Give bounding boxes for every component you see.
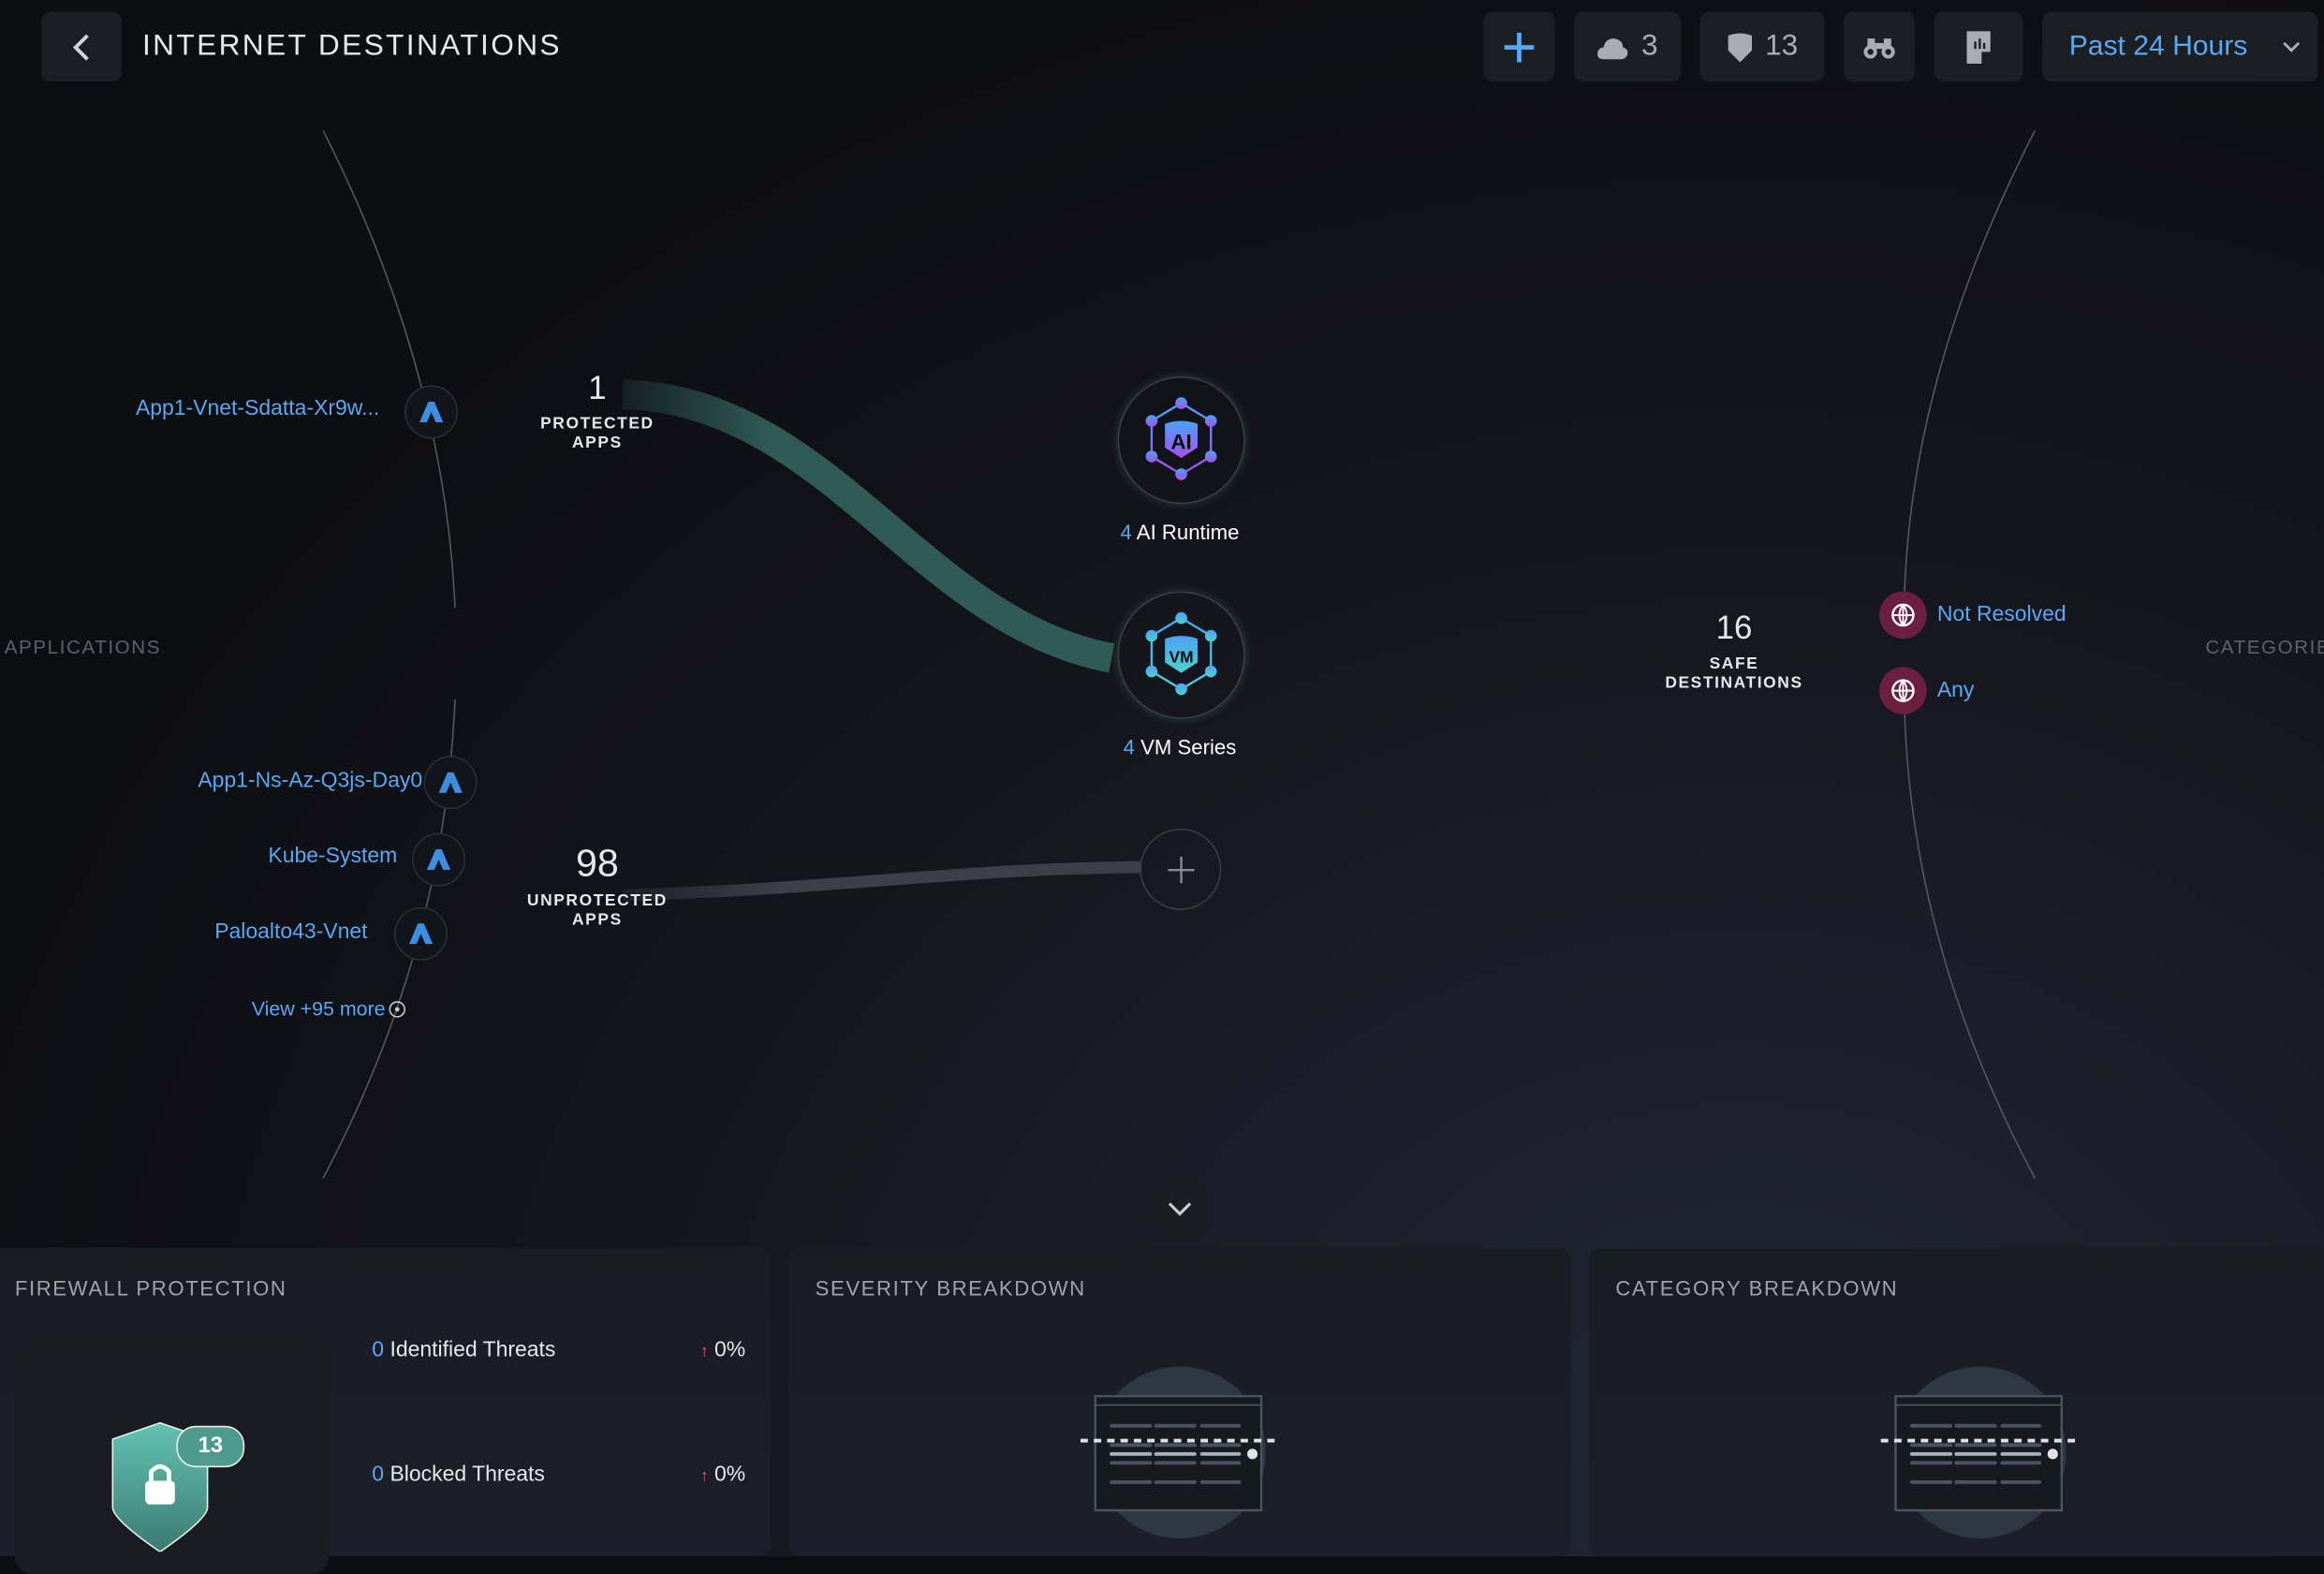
right-arc-top [1904,129,2037,594]
app-link[interactable]: App1-Vnet-Sdatta-Xr9w... [135,397,380,421]
card-title: CATEGORY BREAKDOWN [1615,1275,1899,1301]
ai-runtime-node[interactable]: AI [1117,376,1245,505]
vm-series-label[interactable]: 4 VM Series [1061,735,1298,758]
up-arrow-icon: ↑ [699,1467,709,1486]
chevron-down-icon [1168,1202,1192,1216]
shield-panel: 13 [14,1336,330,1574]
categories-label: CATEGORIES [2205,636,2324,658]
binoculars-button[interactable] [1844,11,1916,82]
cloud-count: 3 [1640,29,1658,63]
blocked-threats-row[interactable]: 0 Blocked Threats ↑ 0% [372,1463,745,1486]
blocked-change: ↑ 0% [699,1463,746,1487]
blocked-value: 0 [372,1463,385,1487]
globe-icon[interactable] [1879,667,1927,714]
identified-value: 0 [372,1338,385,1362]
ai-runtime-name: AI Runtime [1136,520,1240,544]
view-more-label: View +95 more [251,997,386,1021]
blocked-label: Blocked Threats [390,1463,545,1487]
azure-icon[interactable] [423,756,478,810]
protected-label: PROTECTED APPS [540,415,655,452]
azure-icon[interactable] [412,832,466,887]
ai-runtime-count: 4 [1120,520,1132,544]
ai-runtime-label[interactable]: 4 AI Runtime [1061,521,1298,544]
app-link[interactable]: Paloalto43-Vnet [214,919,368,945]
left-arc-top [322,129,456,609]
vm-series-count: 4 [1123,735,1135,759]
shield-icon [1728,32,1752,62]
unprotected-flow [622,861,1141,902]
add-node-button[interactable] [1140,828,1222,910]
chevron-down-icon [2283,41,2301,52]
report-button[interactable] [1934,11,2023,82]
app-link[interactable]: Kube-System [268,845,398,869]
unprotected-label: UNPROTECTED APPS [526,891,668,930]
view-more-link[interactable]: View +95 more [252,997,406,1020]
collapse-button[interactable] [1147,1176,1213,1243]
safe-count: 16 [1715,609,1753,647]
empty-table-illustration [1080,1366,1275,1539]
applications-label: APPLICATIONS [4,636,162,658]
vm-series-node[interactable]: VM [1117,591,1245,719]
right-arc-bottom [1904,711,2037,1179]
app-link[interactable]: App1-Ns-Az-Q3js-Day0 [198,769,423,793]
cloud-filter-button[interactable]: 3 [1574,11,1682,82]
plus-icon [1167,856,1195,883]
ai-badge-text: AI [1170,431,1191,454]
firewall-protection-card: FIREWALL PROTECTION 13 0 Identified Thre… [0,1247,772,1574]
ai-runtime-icon: AI [1145,397,1217,480]
identified-label: Identified Threats [390,1338,556,1362]
shield-count: 13 [1765,29,1799,63]
back-button[interactable] [41,11,122,82]
report-icon [1966,30,1991,64]
category-link[interactable]: Not Resolved [1936,603,2067,627]
protected-count: 1 [588,369,607,406]
category-link[interactable]: Any [1936,678,1975,703]
unprotected-count: 98 [576,840,619,885]
time-range-value: Past 24 Hours [2068,30,2248,62]
identified-change: ↑ 0% [699,1338,746,1362]
azure-icon[interactable] [394,906,449,961]
protected-flow [622,379,1115,673]
card-title: SEVERITY BREAKDOWN [815,1275,1086,1301]
time-range-select[interactable]: Past 24 Hours [2042,11,2318,82]
plus-icon [1504,32,1535,62]
category-breakdown-card: CATEGORY BREAKDOWN [1588,1247,2324,1557]
safe-label: SAFE DESTINATIONS [1665,655,1803,693]
cloud-icon [1597,37,1629,59]
binoculars-icon [1863,37,1895,58]
empty-table-illustration [1880,1366,2076,1539]
vm-badge-text: VM [1169,648,1194,667]
identified-threats-row[interactable]: 0 Identified Threats ↑ 0% [372,1338,745,1361]
shield-filter-button[interactable]: 13 [1699,11,1825,82]
globe-icon[interactable] [1879,591,1927,640]
azure-icon[interactable] [404,385,459,439]
severity-breakdown-card: SEVERITY BREAKDOWN [788,1247,1571,1557]
protected-apps-count[interactable]: 1 PROTECTED APPS [531,369,664,454]
unprotected-apps-count[interactable]: 98 UNPROTECTED APPS [523,842,671,931]
vm-series-name: VM Series [1140,735,1237,759]
expand-dot-icon [389,1000,405,1017]
page-title: INTERNET DESTINATIONS [141,29,562,63]
safe-destinations-count[interactable]: 16 SAFE DESTINATIONS [1660,610,1808,694]
threat-badge: 13 [176,1425,245,1468]
card-title: FIREWALL PROTECTION [14,1275,287,1301]
chevron-left-icon [72,33,89,60]
up-arrow-icon: ↑ [699,1343,709,1361]
vm-series-icon: VM [1145,611,1217,696]
add-button[interactable] [1483,11,1555,82]
